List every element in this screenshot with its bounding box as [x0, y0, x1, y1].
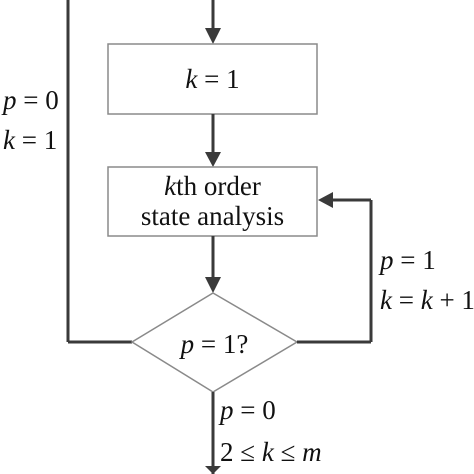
- right-loop-p-label: p = 1: [380, 245, 436, 275]
- init-box-label-rest: = 1: [197, 64, 240, 94]
- analysis-box: [107, 166, 318, 237]
- exit-p-label: p = 0: [220, 395, 276, 425]
- init-box: [107, 43, 318, 115]
- init-to-analysis-arrowhead: [205, 152, 221, 167]
- right-loop-k-label: k = k + 1: [380, 285, 474, 315]
- init-box-label-var: k: [185, 64, 198, 94]
- decision-label-rest: = 1?: [194, 329, 249, 359]
- right-loop-k-rest: + 1: [432, 285, 474, 315]
- init-box-label: k = 1: [108, 64, 317, 94]
- left-loop-p-var: p: [3, 85, 17, 115]
- left-loop-p-rest: = 0: [16, 85, 59, 115]
- entry-arrowhead: [205, 28, 221, 44]
- exit-k-mid: ≤: [273, 437, 303, 467]
- exit-p-var: p: [220, 395, 234, 425]
- analysis-box-label-line2: state analysis: [140, 201, 285, 231]
- exit-k-label: 2 ≤ k ≤ m: [220, 437, 322, 467]
- exit-k-var2: m: [302, 437, 322, 467]
- right-loop-k-var2: k: [420, 285, 433, 315]
- right-loop-p-var: p: [380, 245, 394, 275]
- analysis-box-label-line1: kth order: [108, 171, 317, 201]
- analysis-to-decision-arrowhead: [205, 277, 221, 293]
- left-loop-k-label: k = 1: [3, 125, 57, 155]
- right-loop-k-var: k: [380, 285, 392, 315]
- right-loop-k-mid: =: [391, 285, 421, 315]
- left-loop-p-label: p = 0: [3, 85, 59, 115]
- decision-label-var: p: [180, 329, 195, 359]
- left-loop-k-var: k: [3, 125, 15, 155]
- right-loop-p-rest: = 1: [393, 245, 436, 275]
- exit-p-rest: = 0: [233, 395, 276, 425]
- exit-k-var: k: [261, 437, 274, 467]
- decision-label: p = 1?: [132, 329, 297, 359]
- right-loop-arrowhead: [318, 192, 333, 208]
- exit-arrowhead: [205, 466, 221, 474]
- analysis-box-label-rest: th order: [176, 171, 261, 201]
- left-loop-k-rest: = 1: [14, 125, 58, 155]
- exit-k-pre: 2 ≤: [220, 437, 262, 467]
- analysis-box-label-var: k: [164, 171, 177, 201]
